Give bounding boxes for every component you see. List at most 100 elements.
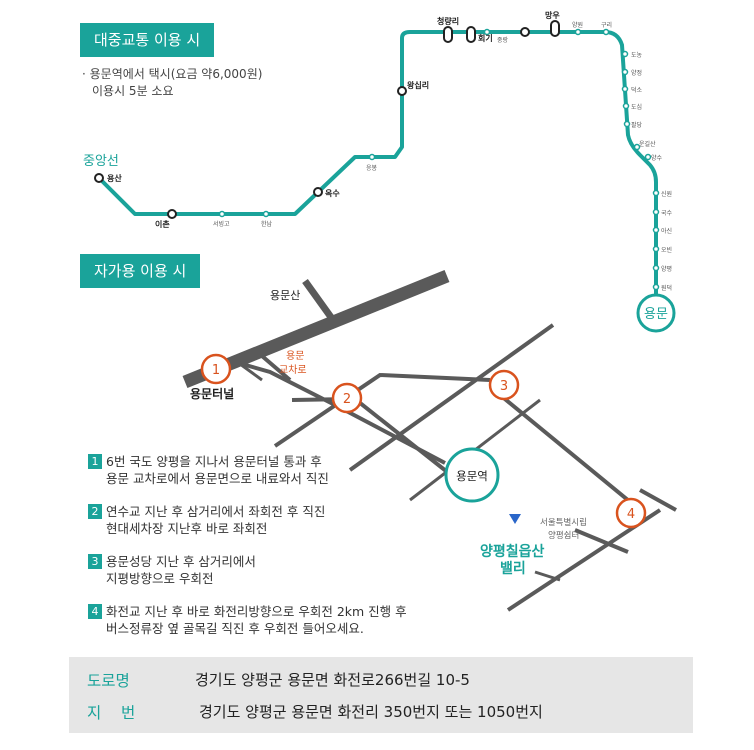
label-dosim: 도심 (631, 103, 642, 111)
station-dot-hannam (262, 210, 270, 218)
step-3: 3 용문성당 지난 후 삼거리에서 지평방향으로 우회전 (88, 553, 256, 587)
step-3-line1: 용문성당 지난 후 삼거리에서 (106, 554, 256, 569)
station-dot-paldang (623, 120, 631, 128)
station-dot-eungbong (368, 153, 376, 161)
road-address-value: 경기도 양평군 용문면 화전로266번길 10-5 (195, 671, 470, 689)
label-obin: 오빈 (661, 246, 672, 254)
station-dot-yangpyeong (652, 264, 660, 272)
label-wondeok: 원덕 (661, 284, 672, 292)
station-dot-mangu (550, 20, 560, 37)
label-guri: 구리 (601, 21, 612, 29)
label-yangwon: 양원 (572, 21, 583, 29)
interchange-ramp-3 (239, 362, 263, 382)
label-seobinggo: 서빙고 (213, 220, 230, 228)
step-4-line1: 화전교 지난 후 바로 화전리방향으로 우회전 2km 진행 후 (106, 604, 407, 619)
valley-lane (574, 528, 629, 554)
station-dot-jungnang (483, 28, 491, 36)
station-dot-asin (652, 226, 660, 234)
line-name: 중앙선 (83, 154, 119, 169)
station-dot-ungilsan (633, 143, 641, 151)
label-ungilsan: 운길산 (639, 140, 656, 148)
step-2-line2: 현대세차장 지난후 바로 좌회전 (106, 521, 268, 536)
transit-note: · 용문역에서 택시(요금 약6,000원) 이용시 5분 소요 (82, 66, 262, 100)
label-yangjeong: 양정 (631, 69, 642, 77)
marker-2: 2 (343, 392, 351, 407)
label-jungnang: 중랑 (497, 37, 509, 44)
station-dot-yangwon (574, 28, 582, 36)
station-dot-deokso (621, 85, 629, 93)
step-2-line1: 연수교 지난 후 삼거리에서 좌회전 후 직진 (106, 504, 326, 519)
label-yongmun-station: 용문 (644, 307, 668, 322)
station-dot-yongsan (94, 173, 104, 183)
station-dot-wangsimni (397, 86, 407, 96)
label-shelter-1: 서울특별시립 (540, 517, 587, 528)
road-to-hwajeon (498, 393, 642, 512)
station-dot-wondeok (652, 283, 660, 291)
marker-4-circle (615, 497, 647, 529)
address-box: 도로명 경기도 양평군 용문면 화전로266번길 10-5 지 번 경기도 양평… (69, 657, 693, 733)
marker-1-circle (200, 353, 232, 385)
station-dot-obin (652, 245, 660, 253)
station-dot-ichon (167, 209, 177, 219)
station-dot-seobinggo (218, 210, 226, 218)
step-4-number: 4 (88, 604, 102, 619)
transit-note-line2: 이용시 5분 소요 (92, 84, 174, 98)
valley-lane-2 (534, 570, 561, 582)
station-dot-guri (602, 28, 610, 36)
main-road-1 (273, 372, 491, 448)
label-wangsimni: 왕십리 (407, 80, 429, 90)
station-dot-yongmun (636, 293, 676, 333)
label-mangu: 망우 (545, 10, 560, 20)
label-interchange-2: 교차로 (279, 364, 307, 376)
step-2: 2 연수교 지난 후 삼거리에서 좌회전 후 직진 현대세차장 지난후 바로 좌… (88, 503, 325, 537)
station-dot-guksu (652, 208, 660, 216)
jungang-line-track (97, 30, 658, 300)
car-badge: 자가용 이용 시 (80, 254, 201, 288)
station-dot-yangsu (644, 153, 652, 161)
step-4-line2: 버스정류장 옆 골목길 직진 후 우회전 들어오세요. (106, 621, 364, 636)
step-3-number: 3 (88, 554, 102, 569)
label-hoegi: 회기 (478, 33, 493, 43)
label-yangsu: 양수 (651, 154, 663, 162)
interchange-ramp (234, 360, 336, 407)
station-dot-cheongnyangni (443, 26, 453, 43)
transit-note-line1: · 용문역에서 택시(요금 약6,000원) (82, 67, 263, 81)
destination-pin-icon (509, 514, 521, 524)
step-1-line2: 용문 교차로에서 용문면으로 내료와서 직진 (106, 471, 329, 486)
station-dot-sinwon (652, 189, 660, 197)
label-guksu: 국수 (661, 210, 673, 217)
label-asin: 아신 (661, 227, 672, 235)
marker-4: 4 (627, 507, 635, 522)
interchange-ramp-2 (260, 354, 292, 382)
label-donong: 도농 (631, 52, 643, 59)
step-4: 4 화전교 지난 후 바로 화전리방향으로 우회전 2km 진행 후 버스정류장… (88, 603, 407, 637)
station-dot-hoegi (466, 26, 476, 43)
label-deokso: 덕소 (631, 87, 643, 94)
road-east (639, 488, 677, 512)
yongmun-station-label: 용문역 (456, 469, 488, 483)
step-1: 1 6번 국도 양평을 지나서 용문터널 통과 후 용문 교차로에서 용문면으로… (88, 453, 329, 487)
station-dot-yangjeong (621, 68, 629, 76)
station-dot-jungnang-junction (520, 27, 530, 37)
label-shelter-2: 양평쉼터 (548, 530, 579, 541)
label-eungbong: 응봉 (366, 164, 378, 172)
label-hannam: 한남 (261, 220, 273, 228)
label-cheongnyangni: 청량리 (437, 16, 459, 26)
station-dot-donong (621, 50, 629, 58)
step-2-number: 2 (88, 504, 102, 519)
label-sinwon: 신원 (661, 190, 672, 198)
marker-3: 3 (500, 379, 508, 394)
label-destination-2: 밸리 (500, 560, 526, 577)
yongmun-station-marker (444, 447, 500, 503)
route-markers: 1 2 3 4 (200, 353, 647, 529)
label-destination-1: 양평칠읍산 (480, 543, 545, 560)
label-yangpyeong: 양평 (661, 265, 672, 273)
station-dot-dosim (622, 102, 630, 110)
step-1-line1: 6번 국도 양평을 지나서 용문터널 통과 후 (106, 454, 322, 469)
road-network (182, 269, 677, 612)
step-3-line2: 지평방향으로 우회전 (106, 571, 214, 586)
label-ichon: 이촌 (155, 219, 170, 229)
label-mountain: 용문산 (270, 289, 300, 302)
road-address-label: 도로명 (87, 672, 130, 690)
label-yongsan: 용산 (107, 173, 122, 183)
